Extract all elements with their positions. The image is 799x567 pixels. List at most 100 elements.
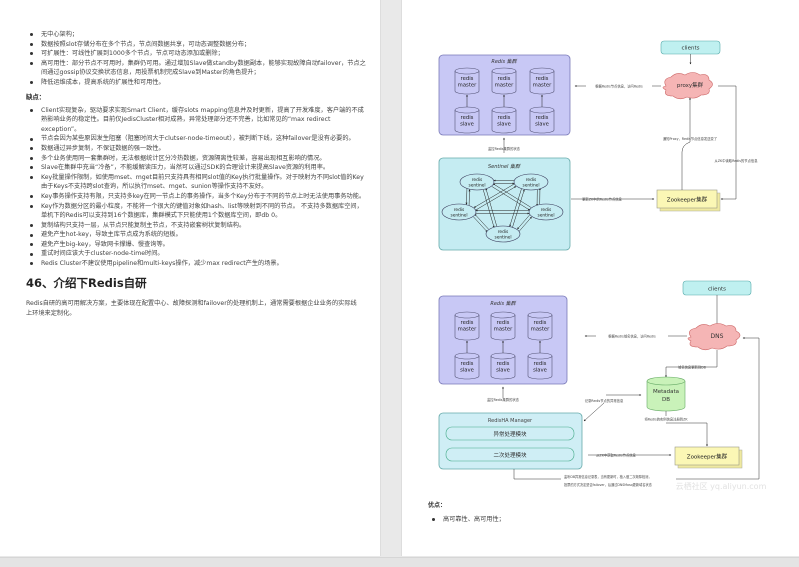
redis-slave-node-label: redis xyxy=(498,115,511,121)
diagram-proxy-architecture: Redis 集群 redismasterredisslaveredismaste… xyxy=(439,41,758,250)
list-item: Key批量操作限制，如使用mset、mget目前只支持具有相同slot值的Key… xyxy=(0,173,380,192)
redis-master-node-label: redis xyxy=(498,76,511,82)
redis-slave-node-label: slave xyxy=(496,368,510,374)
read-zk-label: 从ZK中读取Redis的节点信息 xyxy=(715,158,759,163)
redis-slave-node-label: redis xyxy=(461,115,474,121)
architecture-diagrams: Redis 集群 redismasterredisslaveredismaste… xyxy=(402,0,799,500)
section-heading: 46、介绍下Redis自研 xyxy=(26,275,380,291)
list-item: Key作为数据分区的最小粒度，不能将一个很大的键值对象如hash、list等映射… xyxy=(0,202,380,221)
list-item: 高可靠性、高可用性； xyxy=(402,515,799,525)
zookeeper-label-2: Zookeeper集群 xyxy=(687,453,728,461)
arrow-label-access-redis: 根据Redis节点信息，访问Redis xyxy=(595,84,643,89)
sentinel-label: redis xyxy=(541,207,552,213)
arrow-label-access-redis-2: 根据Redis域名信息，访问Redis xyxy=(608,334,656,339)
list-item: Key事务操作支持有限，只支持多key在同一节点上的事务操作，当多个Key分布于… xyxy=(0,192,380,202)
sentinel-label: sentinel xyxy=(468,183,485,189)
cluster-title: Redis 集群 xyxy=(491,58,517,65)
sentinel-label: redis xyxy=(472,177,483,183)
sentinel-label: redis xyxy=(498,229,509,235)
redis-slave-node-label: slave xyxy=(460,368,474,374)
sentinel-label: sentinel xyxy=(450,213,467,219)
list-item: 数据按照slot存储分布在多个节点，节点间数据共享，可动态调整数据分布； xyxy=(0,40,380,50)
dns-label: DNS xyxy=(711,333,724,340)
redis-master-node-label: master xyxy=(495,83,515,89)
register-zk-label: 将Redis的实例信息注册到ZK xyxy=(645,417,689,422)
redis-master-node-label: redis xyxy=(534,320,547,326)
list-item: Redis Cluster不建议使用pipeline和multi-keys操作，… xyxy=(0,259,380,269)
list-item: 数据通过异步复制，不保证数据的强一致性。 xyxy=(0,144,380,154)
update-zk-label: 更新ZK中的Redis节点信息 xyxy=(582,197,622,202)
manager-title: RedisHA Manager xyxy=(488,418,533,424)
redis-master-node-label: redis xyxy=(461,76,474,82)
monitor-label: 监控Redis集群的状态 xyxy=(488,146,521,151)
domain-update-label: 域名信息更新到DB xyxy=(678,365,707,370)
list-item: 节点会因为某些原因发生阻塞（阻塞时间大于clutser-node-timeout… xyxy=(0,134,380,144)
sentinel-title: Sentinel 集群 xyxy=(488,163,521,170)
document-page-left: 无中心架构；数据按照slot存储分布在多个节点，节点间数据共享，可动态调整数据分… xyxy=(0,0,381,556)
proxy-label: proxy集群 xyxy=(677,81,704,89)
redis-master-node-label: master xyxy=(494,327,514,333)
redis-slave-node-label: redis xyxy=(461,361,474,367)
redis-master-node-label: master xyxy=(531,327,551,333)
pros-list: 无中心架构；数据按照slot存储分布在多个节点，节点间数据共享，可动态调整数据分… xyxy=(0,30,380,88)
clients-label: clients xyxy=(682,46,700,52)
list-item: Slave在集群中充当“冷备”，不能缓解读压力，当然可以通过SDK的合理设计来提… xyxy=(0,163,380,173)
section-paragraph: Redis自研的高可用解决方案，主要体现在配置中心、故障探测和failover的… xyxy=(26,299,360,319)
redis-master-node-label: redis xyxy=(497,320,510,326)
sentinel-label: sentinel xyxy=(537,213,554,219)
list-item: Client实现复杂，驱动要求实现Smart Client，缓存slots ma… xyxy=(0,106,380,135)
list-item: 无中心架构； xyxy=(0,30,380,40)
sentinel-label: sentinel xyxy=(522,183,539,189)
list-item: 高可用性：部分节点不可用时，集群仍可用。通过增加Slave做standby数据副… xyxy=(0,59,380,78)
sentinel-label: sentinel xyxy=(494,235,511,241)
exception-module-label: 异常处理模块 xyxy=(493,430,527,438)
diagram-dns-architecture: Redis 集群 redismasterredisslaveredismaste… xyxy=(439,281,767,491)
metadata-db-cylinder xyxy=(647,381,685,411)
redis-slave-node-label: slave xyxy=(460,122,474,128)
record-error-label: 记录Redis节点的异常信息 xyxy=(585,398,624,403)
cluster-title-2: Redis 集群 xyxy=(490,300,516,307)
list-item: 避免产生big-key，导致网卡撑爆、慢查询等。 xyxy=(0,240,380,250)
list-item: 复制结构只支持一层，从节点只能复制主节点，不支持嵌套树状复制结构。 xyxy=(0,221,380,231)
sentinel-label: redis xyxy=(454,207,465,213)
pros-list-right: 高可靠性、高可用性； xyxy=(402,515,799,525)
cons-label: 缺点： xyxy=(26,92,380,101)
redis-slave-node-label: slave xyxy=(535,122,549,128)
monitor-label-2: 监控Redis集群的状态 xyxy=(487,397,520,402)
redis-master-node-label: master xyxy=(458,83,478,89)
bottom-note-line-1: 监听DB异常信息记录表，当有更新时，植入做二次故障检测， xyxy=(564,474,652,479)
redis-master-node-label: master xyxy=(533,83,553,89)
notify-proxy-label: 通知Proxy，Redis节点信息发送变了 xyxy=(663,136,717,141)
redis-slave-node-label: redis xyxy=(536,115,549,121)
clients-label-2: clients xyxy=(708,287,726,293)
redis-master-node-label: redis xyxy=(536,76,549,82)
right-page-text: 优点： 高可靠性、高可用性； xyxy=(402,500,799,525)
metadata-db-label-2: DB xyxy=(662,397,670,403)
list-item: 重试时间应该大于cluster-node-time时间。 xyxy=(0,249,380,259)
pros-label: 优点： xyxy=(428,500,799,509)
list-item: 降低运维成本，提高系统的扩展性和可用性。 xyxy=(0,78,380,88)
cons-list: Client实现复杂，驱动要求实现Smart Client，缓存slots ma… xyxy=(0,106,380,269)
redis-master-node-label: redis xyxy=(461,320,474,326)
secondary-module-label: 二次处理模块 xyxy=(493,451,527,459)
list-item: 可扩展性：可线性扩展到1000多个节点，节点可动态添加或删除； xyxy=(0,49,380,59)
zookeeper-label: Zookeeper集群 xyxy=(667,196,708,204)
sentinel-label: redis xyxy=(526,177,537,183)
